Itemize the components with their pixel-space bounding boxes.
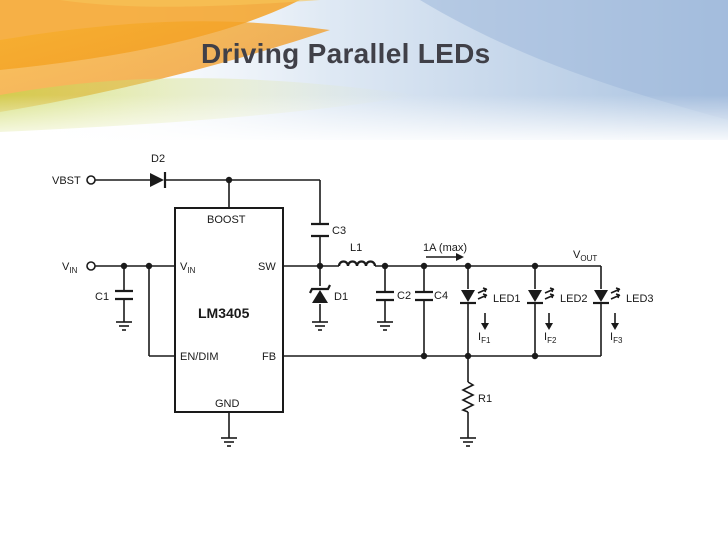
d1-label: D1 — [334, 291, 348, 303]
c1-label: C1 — [95, 291, 109, 303]
ic-pin-en-dim: EN/DIM — [180, 351, 219, 363]
c3-label: C3 — [332, 225, 346, 237]
c3-capacitor-symbol — [311, 222, 329, 238]
if2-label: IF2 — [544, 331, 557, 345]
led2-symbol — [527, 287, 555, 305]
l1-label: L1 — [350, 242, 362, 254]
led3-label: LED3 — [626, 293, 654, 305]
wires — [95, 179, 602, 438]
vin-label: VIN — [62, 261, 78, 275]
vin-terminal — [86, 261, 96, 271]
led1-symbol — [460, 287, 488, 305]
current-label: 1A (max) — [423, 242, 467, 254]
ic-pin-fb: FB — [262, 351, 276, 363]
vbst-label: VBST — [52, 175, 81, 187]
ic-pin-vin: VIN — [180, 261, 196, 275]
lm3405-ic — [174, 207, 284, 413]
ground-symbols — [116, 321, 476, 447]
slide-title: Driving Parallel LEDs — [201, 38, 491, 69]
d1-diode-symbol — [309, 284, 331, 303]
c2-label: C2 — [397, 290, 411, 302]
c4-capacitor-symbol — [415, 290, 433, 302]
led3-symbol — [593, 287, 621, 305]
if3-label: IF3 — [610, 331, 623, 345]
vbst-terminal — [86, 175, 96, 185]
led2-label: LED2 — [560, 293, 588, 305]
r1-label: R1 — [478, 393, 492, 405]
d2-diode-symbol — [150, 172, 167, 188]
junction-dots — [120, 176, 539, 360]
ic-part-number: LM3405 — [198, 305, 250, 321]
led1-label: LED1 — [493, 293, 521, 305]
d2-label: D2 — [151, 153, 165, 165]
ic-pin-boost: BOOST — [207, 214, 246, 226]
ic-pin-sw: SW — [258, 261, 276, 273]
r1-resistor-symbol — [461, 381, 475, 413]
if1-label: IF1 — [478, 331, 491, 345]
l1-inductor-symbol — [337, 260, 377, 267]
vout-label: VOUT — [573, 249, 597, 263]
c4-label: C4 — [434, 290, 448, 302]
c2-capacitor-symbol — [376, 290, 394, 302]
ic-pin-gnd: GND — [215, 398, 240, 410]
c1-capacitor-symbol — [115, 289, 133, 301]
current-arrows — [426, 253, 619, 330]
